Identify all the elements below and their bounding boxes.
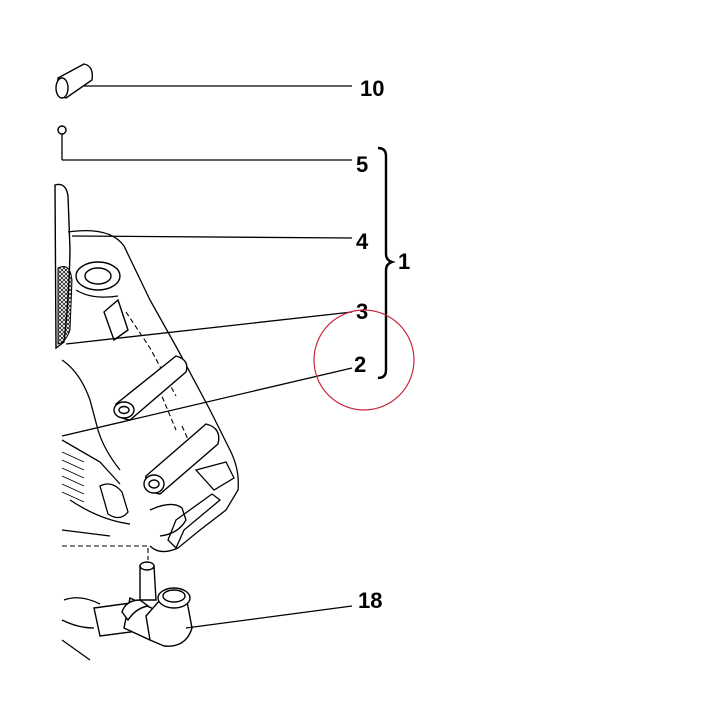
callout-4: 4 (356, 229, 369, 254)
leader-lines (61, 85, 353, 629)
nozzle-tube-upper (113, 355, 188, 421)
callout-18: 18 (358, 588, 382, 613)
callout-5: 5 (356, 152, 368, 177)
part-18-elbow-fitting (61, 561, 193, 661)
leader-2 (61, 367, 353, 437)
callout-2: 2 (354, 352, 366, 377)
part-4-gasket (54, 183, 73, 350)
assembly-bracket (377, 146, 396, 380)
leader-4 (71, 235, 353, 239)
callout-1: 1 (398, 249, 410, 274)
housing-body (61, 229, 239, 553)
leader-3 (65, 311, 353, 345)
housing-vent-hatch (61, 451, 85, 503)
nozzle-tube-lower (143, 423, 220, 495)
highlight-circle (313, 309, 415, 411)
part-10-tube (55, 63, 94, 99)
leader-18 (185, 605, 353, 629)
callout-3: 3 (356, 299, 368, 324)
callout-10: 10 (360, 76, 384, 101)
part-5-pin (57, 125, 67, 160)
